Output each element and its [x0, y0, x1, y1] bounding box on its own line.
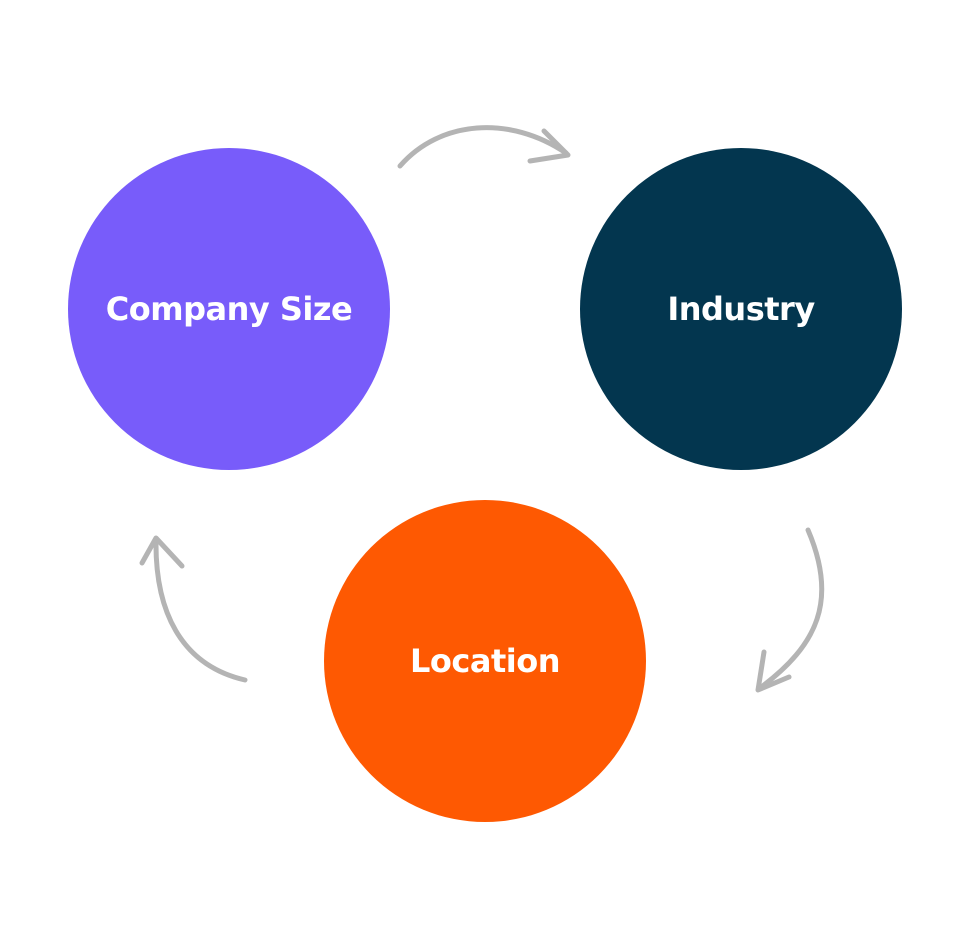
arrow-company-to-industry: [397, 125, 571, 169]
arrow-location-to-company-head: [139, 535, 185, 569]
industry-label: Industry: [667, 290, 815, 328]
arrow-company-to-industry-line: [397, 125, 569, 169]
industry-node: Industry: [580, 148, 902, 470]
company-size-label: Company Size: [105, 290, 353, 328]
location-node: Location: [324, 500, 646, 822]
arrow-location-to-company-line: [153, 537, 248, 683]
arrow-company-to-industry-head: [527, 128, 571, 164]
arrow-industry-to-location-head: [755, 649, 792, 693]
company-size-node: Company Size: [68, 148, 390, 470]
arrow-industry-to-location-line: [757, 527, 825, 691]
location-label: Location: [410, 642, 560, 680]
arrow-industry-to-location: [755, 527, 825, 693]
arrow-location-to-company: [139, 535, 248, 683]
